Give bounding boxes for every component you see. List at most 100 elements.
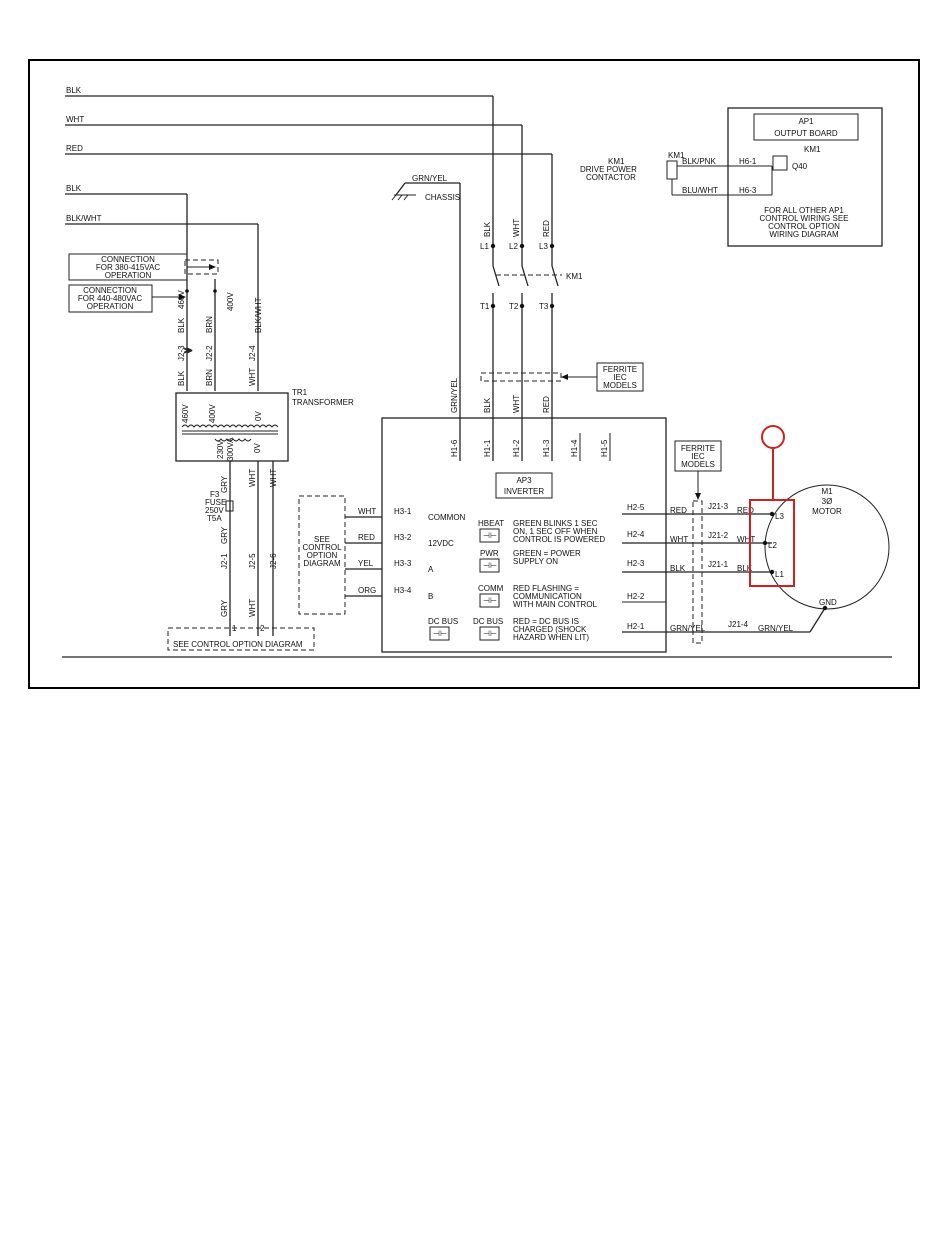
wiring-diagram: BLK WHT RED BLK BLK/WHT CONNECTION FOR 3… xyxy=(62,86,892,658)
svg-text:CONNECTION: CONNECTION xyxy=(83,286,137,295)
ap1-label: OUTPUT BOARD xyxy=(774,129,838,138)
svg-text:0V: 0V xyxy=(253,443,262,453)
svg-text:WHT: WHT xyxy=(670,535,688,544)
contactor-km1: BLK WHT RED L1 L2 L3 KM1 T1 T2 T3 xyxy=(480,219,583,418)
svg-text:BLK: BLK xyxy=(177,370,186,386)
svg-text:300VA: 300VA xyxy=(226,437,235,461)
svg-text:460V: 460V xyxy=(181,404,190,423)
svg-text:⊣⊢: ⊣⊢ xyxy=(483,561,497,570)
chassis-ground: GRN/YEL CHASSIS xyxy=(391,174,461,426)
svg-text:BLK: BLK xyxy=(483,221,492,237)
jumper-380 xyxy=(184,259,219,275)
svg-text:CONTROL: CONTROL xyxy=(302,543,342,552)
svg-text:12VDC: 12VDC xyxy=(428,539,454,548)
svg-text:GND: GND xyxy=(819,598,837,607)
svg-text:T3: T3 xyxy=(539,302,549,311)
control-option-box: SEE CONTROL OPTION DIAGRAM xyxy=(298,495,346,615)
connection-box-440: CONNECTION FOR 440-480VAC OPERATION xyxy=(68,284,186,313)
svg-text:KM1: KM1 xyxy=(608,157,625,166)
svg-text:H6-1: H6-1 xyxy=(739,157,757,166)
svg-text:DIAGRAM: DIAGRAM xyxy=(303,559,341,568)
svg-text:CONTACTOR: CONTACTOR xyxy=(586,173,636,182)
contactor-name: KM1 xyxy=(566,272,583,281)
svg-text:B: B xyxy=(428,592,433,601)
svg-text:CONTROL OPTION: CONTROL OPTION xyxy=(768,222,840,231)
motor-name: M1 xyxy=(821,487,833,496)
svg-text:WHT: WHT xyxy=(248,368,257,386)
svg-text:GRN/YEL: GRN/YEL xyxy=(758,624,794,633)
svg-text:CONNECTION: CONNECTION xyxy=(101,255,155,264)
svg-text:H1-4: H1-4 xyxy=(570,439,579,457)
led-pwr: PWR ⊣⊢ GREEN = POWER SUPPLY ON xyxy=(479,549,581,573)
svg-text:ORG: ORG xyxy=(358,586,376,595)
svg-text:J2-4: J2-4 xyxy=(248,345,257,361)
led-dcbus-left: DC BUS ⊣⊢ xyxy=(428,617,458,641)
svg-text:L3: L3 xyxy=(539,242,548,251)
svg-text:DC BUS: DC BUS xyxy=(428,617,458,626)
transformer-name: TR1 xyxy=(292,388,308,397)
svg-text:WHT: WHT xyxy=(358,507,376,516)
svg-text:BLK/WHT: BLK/WHT xyxy=(254,297,263,333)
svg-text:GREEN BLINKS 1 SEC: GREEN BLINKS 1 SEC xyxy=(513,519,598,528)
output-board-ap1: AP1 OUTPUT BOARD KM1 DRIVE POWER CONTACT… xyxy=(580,107,883,247)
svg-text:FUSE: FUSE xyxy=(205,498,226,507)
svg-text:RED: RED xyxy=(542,396,551,413)
svg-text:OPERATION: OPERATION xyxy=(105,271,152,280)
tr-supply-label-blkwht: BLK/WHT xyxy=(66,214,102,223)
svg-text:KM1: KM1 xyxy=(668,151,685,160)
svg-text:H2-5: H2-5 xyxy=(627,503,645,512)
motor-label: MOTOR xyxy=(812,507,842,516)
svg-text:FOR ALL OTHER AP1: FOR ALL OTHER AP1 xyxy=(764,206,844,215)
svg-text:H2-1: H2-1 xyxy=(627,622,645,631)
svg-text:BLK: BLK xyxy=(737,564,753,573)
svg-text:2: 2 xyxy=(260,624,265,633)
svg-text:GRN/YEL: GRN/YEL xyxy=(450,377,459,413)
svg-text:PWR: PWR xyxy=(480,549,499,558)
svg-text:RED: RED xyxy=(670,506,687,515)
svg-text:COMM: COMM xyxy=(478,584,504,593)
svg-text:GRY: GRY xyxy=(220,475,229,493)
svg-text:KM1: KM1 xyxy=(804,145,821,154)
svg-text:MODELS: MODELS xyxy=(681,460,715,469)
svg-text:J2-6: J2-6 xyxy=(269,553,278,569)
svg-text:T5A: T5A xyxy=(207,514,222,523)
svg-text:H6-3: H6-3 xyxy=(739,186,757,195)
inverter-name: AP3 xyxy=(516,476,532,485)
supply-label-blk: BLK xyxy=(66,86,82,95)
svg-text:H3-1: H3-1 xyxy=(394,507,412,516)
svg-text:WHT: WHT xyxy=(248,599,257,617)
svg-text:400V: 400V xyxy=(208,404,217,423)
highlight-annotation xyxy=(749,425,795,587)
svg-text:IEC: IEC xyxy=(691,452,705,461)
svg-text:230V: 230V xyxy=(216,440,225,459)
svg-text:SEE CONTROL OPTION DIAGRAM: SEE CONTROL OPTION DIAGRAM xyxy=(173,640,303,649)
svg-text:J2-2: J2-2 xyxy=(205,345,214,361)
supply-label-wht: WHT xyxy=(66,115,84,124)
tr-supply-label-blk: BLK xyxy=(66,184,82,193)
transformer-secondary-wiring: F3 FUSE 250V T5A GRY WHT WHT GRY J2-1 J2… xyxy=(205,461,278,636)
led-dcbus: DC BUS ⊣⊢ RED = DC BUS IS CHARGED (SHOCK… xyxy=(473,617,589,642)
svg-text:RED: RED xyxy=(542,220,551,237)
svg-text:⊣⊢: ⊣⊢ xyxy=(483,629,497,638)
svg-text:Q40: Q40 xyxy=(792,162,808,171)
svg-text:BLK: BLK xyxy=(483,397,492,413)
svg-text:WHT: WHT xyxy=(512,219,521,237)
svg-text:H2-4: H2-4 xyxy=(627,530,645,539)
motor-m1: L3 L2 L1 GND M1 3Ø MOTOR xyxy=(762,484,890,611)
svg-text:RED = DC BUS IS: RED = DC BUS IS xyxy=(513,617,579,626)
svg-text:HAZARD WHEN LIT): HAZARD WHEN LIT) xyxy=(513,633,589,642)
diagram-frame: BLK WHT RED BLK BLK/WHT CONNECTION FOR 3… xyxy=(28,59,920,689)
svg-text:CONTROL IS POWERED: CONTROL IS POWERED xyxy=(513,535,605,544)
svg-text:⊣⊢: ⊣⊢ xyxy=(433,629,447,638)
svg-text:L1: L1 xyxy=(480,242,489,251)
svg-text:BLK: BLK xyxy=(177,317,186,333)
svg-text:FOR 380-415VAC: FOR 380-415VAC xyxy=(96,263,161,272)
svg-text:RED: RED xyxy=(358,533,375,542)
output-wires: RED WHT BLK GRN/YEL J21-3 J21-2 J21-1 J2… xyxy=(622,502,826,633)
svg-text:OPERATION: OPERATION xyxy=(87,302,134,311)
svg-text:⊣⊢: ⊣⊢ xyxy=(483,531,497,540)
svg-text:WHT: WHT xyxy=(248,469,257,487)
svg-text:BLU/WHT: BLU/WHT xyxy=(682,186,718,195)
supply-lines: BLK WHT RED BLK BLK/WHT xyxy=(65,86,553,301)
svg-text:FOR 440-480VAC: FOR 440-480VAC xyxy=(78,294,143,303)
